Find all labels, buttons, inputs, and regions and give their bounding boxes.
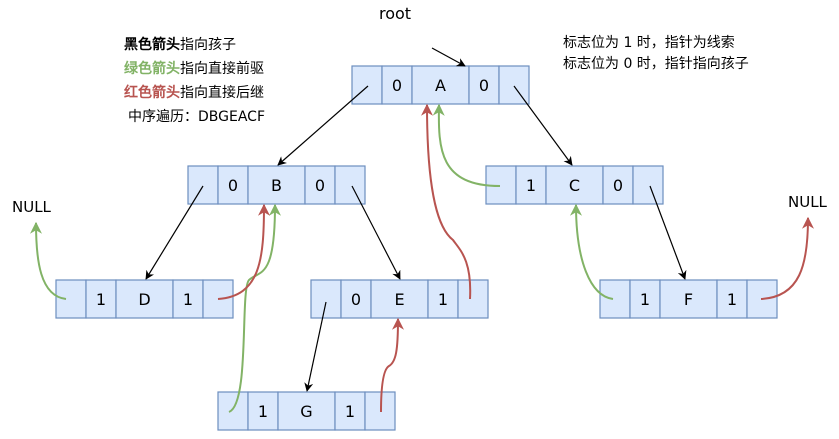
node-E-lchild-cell — [310, 279, 342, 319]
node-B: 0 B 0 — [187, 165, 366, 205]
node-A-rchild-cell — [498, 65, 530, 105]
node-G-rtag-cell — [334, 391, 366, 431]
node-D-data-cell — [115, 279, 174, 319]
node-B-rtag-cell — [304, 165, 336, 205]
inorder-traversal: 中序遍历：DBGEACF — [124, 105, 265, 129]
node-E-rchild-cell — [457, 279, 489, 319]
predecessor-thread-arrow-C-to-A — [432, 103, 501, 187]
node-C-rtag: 0 — [613, 176, 623, 195]
node-G-rtag: 1 — [345, 402, 355, 421]
inorder-label: 中序遍历： — [128, 109, 198, 125]
successor-thread-arrow-E-to-A — [421, 103, 472, 300]
node-F-ltag: 1 — [640, 290, 650, 309]
node-E-ltag-cell — [340, 279, 372, 319]
node-A: 0 A 0 — [351, 65, 530, 105]
legend-green-text: 指向直接前驱 — [180, 61, 264, 77]
node-C-ltag: 1 — [526, 176, 536, 195]
node-D: 1 D 1 — [55, 279, 234, 319]
node-A-rtag-cell — [468, 65, 500, 105]
node-E-ltag: 0 — [351, 290, 361, 309]
node-B-rchild-cell — [334, 165, 366, 205]
legend: 黑色箭头指向孩子 绿色箭头指向直接前驱 红色箭头指向直接后继 中序遍历：DBGE… — [124, 33, 265, 129]
predecessor-thread-arrow-D-to-NULL — [30, 221, 67, 300]
node-E: 0 E 1 — [310, 279, 489, 319]
child-arrow-A-to-C — [513, 85, 573, 166]
node-A-data: A — [435, 76, 446, 95]
child-arrow-B-to-E — [351, 185, 401, 280]
node-C-ltag-cell — [515, 165, 547, 205]
root-label: root — [379, 4, 412, 23]
node-D-ltag: 1 — [96, 290, 106, 309]
node-G-ltag: 1 — [258, 402, 268, 421]
node-E-rtag: 1 — [438, 290, 448, 309]
edges-layer — [30, 47, 814, 413]
inorder-value: DBGEACF — [198, 109, 265, 125]
node-D-ltag-cell — [85, 279, 117, 319]
legend-green-emph: 绿色箭头 — [124, 61, 180, 77]
legend-red-text: 指向直接后继 — [180, 85, 264, 101]
successor-thread-arrow-D-to-B — [217, 203, 270, 300]
node-E-data: E — [394, 290, 404, 309]
node-E-rtag-cell — [427, 279, 459, 319]
null-label-left: NULL — [12, 198, 51, 216]
node-B-data: B — [271, 176, 282, 195]
node-D-data: D — [138, 290, 150, 309]
node-C-rchild-cell — [632, 165, 664, 205]
child-arrow-C-to-F — [649, 185, 687, 280]
legend-black: 黑色箭头指向孩子 — [124, 33, 265, 57]
node-F: 1 F 1 — [599, 279, 778, 319]
node-G-data-cell — [277, 391, 336, 431]
tag-note-line1: 标志位为 1 时，指针为线索 — [563, 35, 735, 51]
node-D-rtag: 1 — [183, 290, 193, 309]
tag-note: 标志位为 1 时，指针为线索 标志位为 0 时，指针指向孩子 — [563, 33, 749, 75]
node-F-rtag-cell — [716, 279, 748, 319]
legend-black-emph: 黑色箭头 — [124, 37, 180, 53]
child-arrow-A-to-B — [277, 85, 369, 166]
child-arrow-E-to-G — [304, 301, 327, 392]
predecessor-thread-arrow-F-to-C — [570, 203, 614, 300]
successor-thread-arrow-G-to-E — [380, 317, 404, 413]
legend-black-text: 指向孩子 — [180, 37, 236, 53]
node-C: 1 C 0 — [485, 165, 664, 205]
predecessor-thread-arrow-G-to-B — [228, 203, 281, 413]
tag-note-line2: 标志位为 0 时，指针指向孩子 — [563, 56, 749, 72]
node-D-rtag-cell — [172, 279, 204, 319]
null-label-right: NULL — [788, 193, 827, 211]
legend-red-emph: 红色箭头 — [124, 85, 180, 101]
legend-red: 红色箭头指向直接后继 — [124, 81, 265, 105]
node-C-rtag-cell — [602, 165, 634, 205]
legend-green: 绿色箭头指向直接前驱 — [124, 57, 265, 81]
node-B-lchild-cell — [187, 165, 219, 205]
node-A-rtag: 0 — [479, 76, 489, 95]
node-G: 1 G 1 — [217, 391, 396, 431]
child-arrow-B-to-D — [145, 185, 204, 280]
child-arrow-root-to-A — [431, 47, 466, 67]
node-C-data: C — [569, 176, 580, 195]
node-G-ltag-cell — [247, 391, 279, 431]
node-F-lchild-cell — [599, 279, 631, 319]
node-F-data-cell — [659, 279, 718, 319]
node-F-data: F — [684, 290, 693, 309]
node-D-lchild-cell — [55, 279, 87, 319]
node-G-lchild-cell — [217, 391, 249, 431]
node-G-rchild-cell — [364, 391, 396, 431]
node-A-ltag-cell — [381, 65, 413, 105]
node-B-ltag: 0 — [228, 176, 238, 195]
node-G-data: G — [300, 402, 312, 421]
node-A-lchild-cell — [351, 65, 383, 105]
node-F-rtag: 1 — [727, 290, 737, 309]
node-B-rtag: 0 — [315, 176, 325, 195]
node-C-data-cell — [545, 165, 604, 205]
node-A-ltag: 0 — [392, 76, 402, 95]
node-B-data-cell — [247, 165, 306, 205]
successor-thread-arrow-F-to-NULL — [760, 216, 814, 300]
